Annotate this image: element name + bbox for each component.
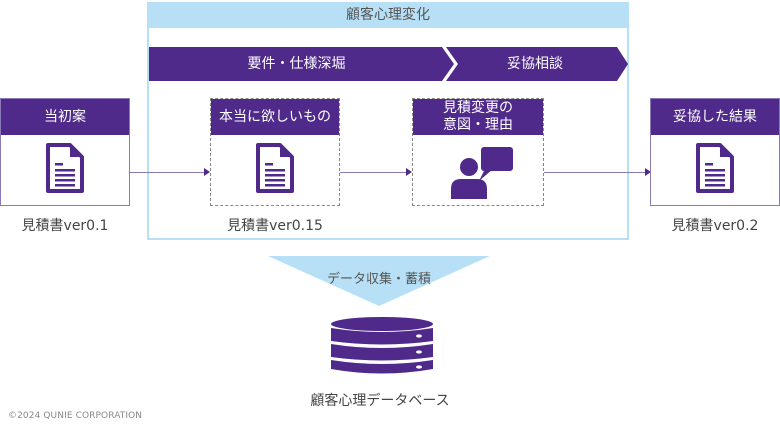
database-icon bbox=[331, 317, 433, 374]
stage-header-line1: 見積変更の bbox=[443, 100, 513, 116]
stage-card-change-reason: 見積変更の 意図・理由 bbox=[412, 98, 544, 206]
stage-header: 本当に欲しいもの bbox=[211, 99, 339, 135]
copyright: ©2024 QUNIE CORPORATION bbox=[8, 411, 143, 421]
stage-card-true-wants: 本当に欲しいもの bbox=[210, 98, 340, 206]
funnel-label: データ収集・蓄積 bbox=[326, 272, 431, 287]
arrowhead-2 bbox=[406, 168, 412, 176]
phase-label-compromise: 妥協相談 bbox=[507, 56, 563, 72]
phase-chevron-requirements bbox=[149, 47, 454, 81]
group-title: 顧客心理変化 bbox=[147, 2, 629, 28]
document-icon bbox=[46, 143, 84, 193]
stage-caption: 見積書ver0.1 bbox=[21, 218, 109, 234]
stage-header-line2: 意図・理由 bbox=[443, 117, 513, 133]
phase-label-requirements: 要件・仕様深堀 bbox=[247, 56, 346, 72]
document-icon bbox=[696, 143, 734, 193]
stage-card-compromise-result: 妥協した結果 bbox=[650, 98, 780, 206]
database-label: 顧客心理データベース bbox=[310, 393, 450, 409]
stage-header: 見積変更の 意図・理由 bbox=[413, 99, 543, 135]
arrowhead-3 bbox=[645, 168, 651, 176]
stage-header: 妥協した結果 bbox=[651, 99, 779, 135]
funnel-arrow bbox=[268, 256, 490, 306]
phase-chevron-compromise bbox=[446, 47, 628, 81]
person-speech-icon bbox=[451, 147, 513, 199]
document-icon bbox=[256, 143, 294, 193]
arrowhead-1 bbox=[204, 168, 210, 176]
connector-3 bbox=[543, 172, 645, 173]
stage-caption: 見積書ver0.15 bbox=[227, 218, 323, 234]
stage-header: 当初案 bbox=[1, 99, 129, 135]
connector-2 bbox=[339, 172, 406, 173]
connector-1 bbox=[129, 172, 205, 173]
stage-card-initial: 当初案 bbox=[0, 98, 130, 206]
phase-chevrons bbox=[149, 47, 628, 81]
stage-caption: 見積書ver0.2 bbox=[671, 218, 759, 234]
